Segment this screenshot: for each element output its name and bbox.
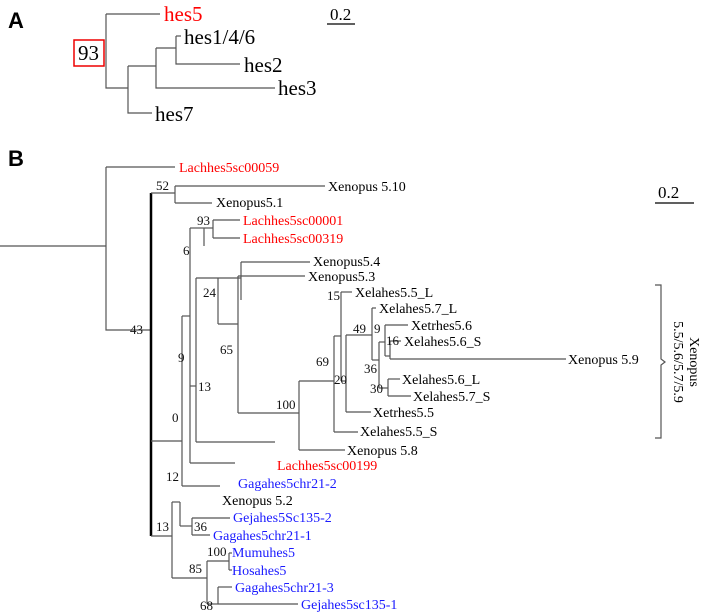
leaf-xen53: Xenopus5.3	[308, 270, 375, 285]
leaf-gaga211: Gagahes5chr21-1	[213, 529, 312, 544]
support-12: 12	[166, 469, 179, 484]
clade-bracket	[655, 284, 666, 439]
leaf-xela56L: Xelahes5.6_L	[402, 373, 480, 388]
support-6: 6	[183, 243, 190, 258]
leaf-hes7: hes7	[155, 102, 194, 126]
leaf-xen52: Xenopus 5.2	[222, 494, 293, 509]
leaf-xela57S: Xelahes5.7_S	[413, 390, 490, 405]
branch-root-a	[105, 14, 128, 89]
support-9: 9	[178, 350, 185, 365]
leaf-xen54: Xenopus5.4	[313, 255, 380, 270]
support-24: 24	[203, 285, 217, 300]
panel-a-tree	[105, 13, 275, 114]
panel-b-label: B	[8, 146, 24, 171]
support-15: 15	[327, 288, 340, 303]
leaf-xela56S: Xelahes5.6_S	[404, 335, 481, 350]
support-16: 16	[386, 333, 400, 348]
panel-b-tree	[0, 166, 566, 605]
support-13b: 13	[156, 519, 169, 534]
leaf-hes2: hes2	[244, 53, 283, 77]
leaf-xen510: Xenopus 5.10	[328, 180, 406, 195]
leaf-gaga213: Gagahes5chr21-3	[235, 581, 334, 596]
leaf-lach00059: Lachhes5sc00059	[179, 161, 279, 176]
support-100a: 100	[276, 397, 296, 412]
leaf-xetr55: Xetrhes5.5	[373, 406, 434, 421]
leaf-geja1352: Gejahes5Sc135-2	[233, 511, 332, 526]
leaf-mumu: Mumuhes5	[232, 546, 295, 561]
support-36a: 36	[364, 361, 378, 376]
support-93: 93	[197, 213, 210, 228]
scale-label-b: 0.2	[658, 183, 679, 202]
support-69: 69	[316, 354, 329, 369]
leaf-hes3: hes3	[278, 76, 317, 100]
leaf-gaga212: Gagahes5chr21-2	[238, 477, 337, 492]
leaf-xen58: Xenopus 5.8	[347, 444, 418, 459]
branch-hes2	[175, 36, 240, 65]
scale-label-a: 0.2	[330, 5, 351, 24]
branch-hes3	[155, 48, 275, 89]
support-52: 52	[156, 178, 169, 193]
bracket-label: Xenopus 5.5/5.6/5.7/5.9	[670, 321, 701, 403]
support-49: 49	[353, 321, 366, 336]
leaf-xetr56: Xetrhes5.6	[411, 319, 472, 334]
support-68: 68	[200, 598, 213, 613]
leaf-lach00319: Lachhes5sc00319	[243, 232, 343, 247]
leaf-hes5: hes5	[164, 2, 203, 26]
leaf-hosa: Hosahes5	[232, 564, 286, 579]
bracket-label-line2: 5.5/5.6/5.7/5.9	[670, 321, 685, 403]
panel-b-leaves: Lachhes5sc00059 Xenopus 5.10 Xenopus5.1 …	[179, 161, 639, 613]
leaf-geja1351: Gejahes5sc135-1	[301, 598, 397, 613]
leaf-xen51: Xenopus5.1	[216, 196, 283, 211]
support-93-a: 93	[78, 41, 99, 65]
support-highlight-box	[73, 39, 105, 67]
support-9b: 9	[374, 321, 381, 336]
leaf-xela55S: Xelahes5.5_S	[360, 425, 437, 440]
support-85: 85	[189, 561, 202, 576]
support-100b: 100	[207, 544, 227, 559]
support-13a: 13	[198, 379, 211, 394]
leaf-lach00001: Lachhes5sc00001	[243, 214, 343, 229]
branch-43	[105, 167, 151, 331]
support-0: 0	[172, 410, 179, 425]
panel-b-supports: 52 93 6 24 65 43 9 13 15 49 9 16 36 69 2…	[130, 178, 400, 613]
panel-a-label: A	[8, 8, 24, 33]
leaf-xela55L: Xelahes5.5_L	[355, 286, 433, 301]
branch-hes7	[127, 66, 152, 114]
leaf-xen59: Xenopus 5.9	[568, 353, 639, 368]
support-30: 30	[370, 381, 383, 396]
leaf-lach00199: Lachhes5sc00199	[277, 459, 377, 474]
leaf-hes146: hes1/4/6	[184, 25, 255, 49]
support-65: 65	[220, 342, 233, 357]
support-20: 20	[334, 372, 347, 387]
support-43: 43	[130, 322, 143, 337]
leaf-xela57L: Xelahes5.7_L	[379, 302, 457, 317]
bracket-label-line1: Xenopus	[686, 337, 701, 387]
support-36b: 36	[194, 519, 208, 534]
